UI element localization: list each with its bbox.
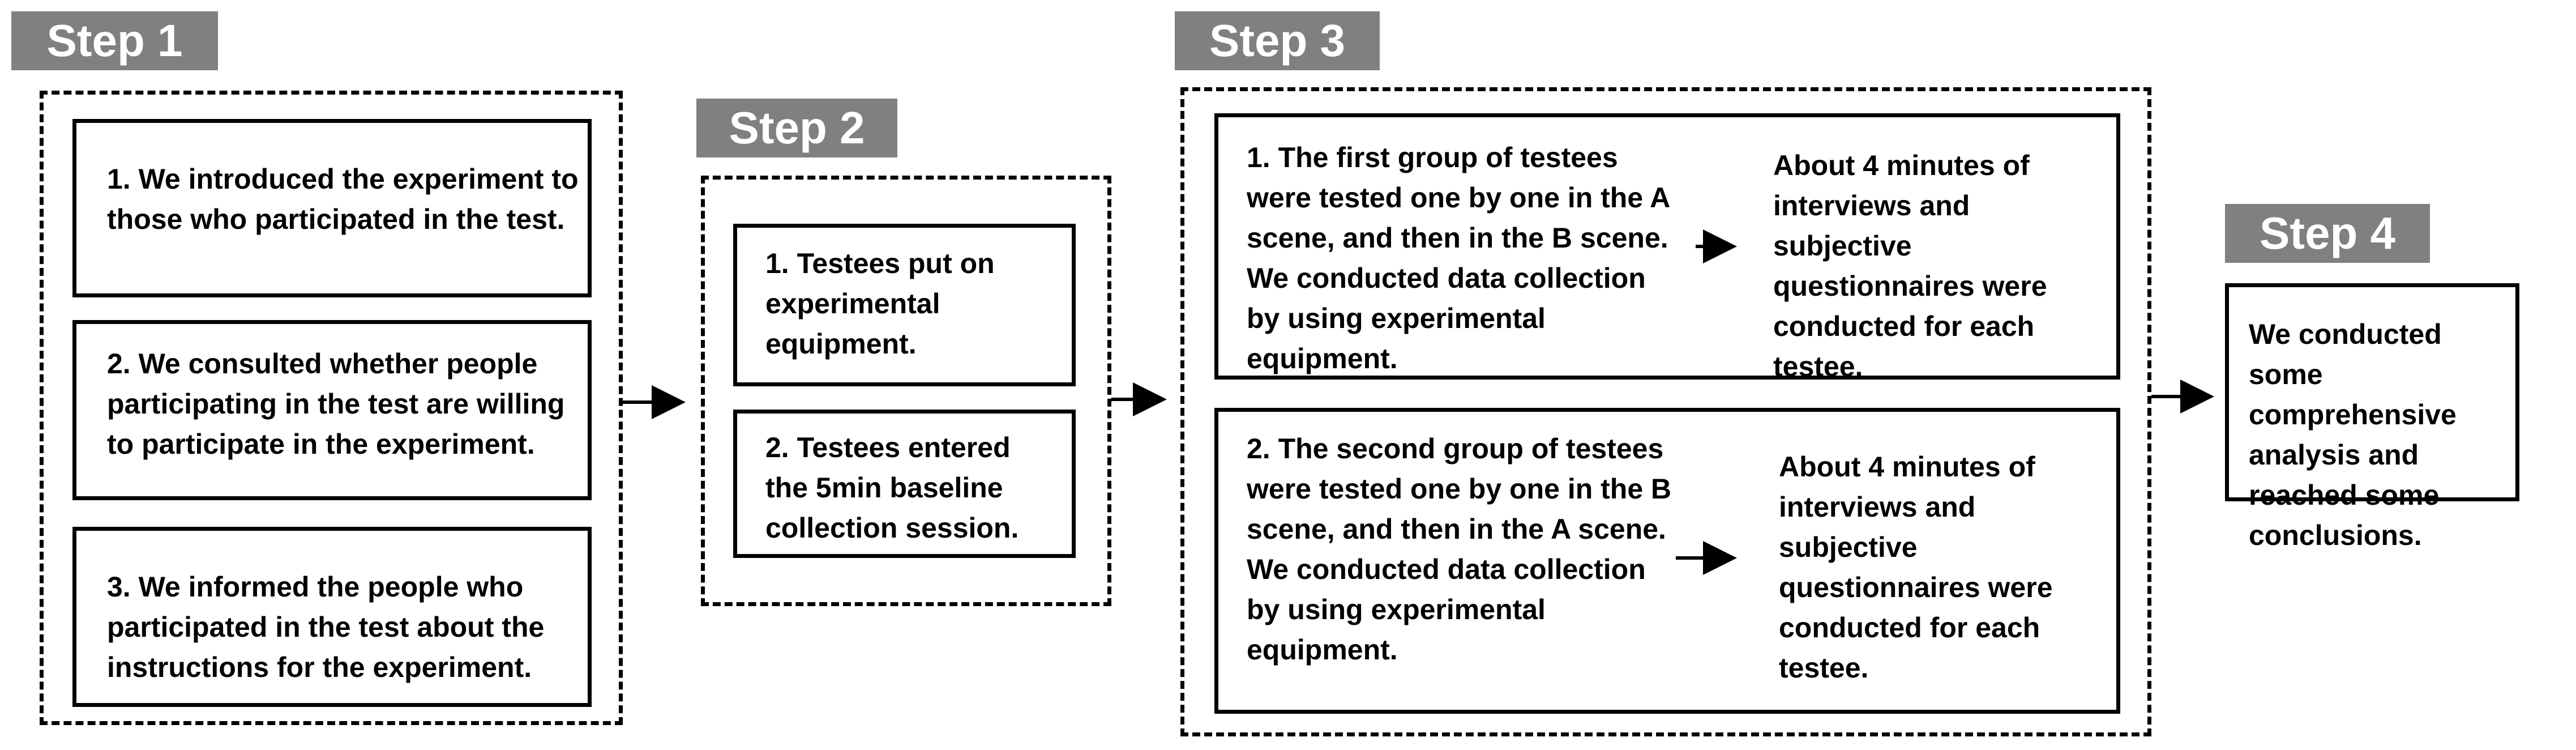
step-1-box-3: 3. We informed the people who participat…	[72, 527, 592, 707]
step-2-box-2: 2. Testees entered the 5min baseline col…	[733, 410, 1076, 558]
step-4-text: We conducted some comprehensive analysis…	[2249, 318, 2457, 551]
step-1-item-2-text: 2. We consulted whether people participa…	[107, 348, 565, 460]
step-1-item-3-text: 3. We informed the people who participat…	[107, 571, 545, 683]
step-3-label: Step 3	[1175, 11, 1380, 70]
step-3-group-1-text: 1. The first group of testees were teste…	[1247, 142, 1670, 374]
step-3-group-2-text: 2. The second group of testees were test…	[1247, 433, 1672, 666]
step-3-group	[1180, 87, 2151, 736]
step-2-item-2-text: 2. Testees entered the 5min baseline col…	[765, 432, 1019, 544]
step-3-group-1-result: About 4 minutes of interviews and subjec…	[1773, 150, 2047, 382]
step-3-group-2-box: 2. The second group of testees were test…	[1214, 408, 2120, 714]
step-2-label: Step 2	[696, 99, 897, 157]
step-2-box-1: 1. Testees put on experimental equipment…	[733, 224, 1076, 386]
step-2-group	[701, 176, 1111, 606]
step-3-group-1-box: 1. The first group of testees were teste…	[1214, 113, 2120, 382]
step-1-group	[40, 91, 623, 725]
step-4-box: We conducted some comprehensive analysis…	[2225, 283, 2519, 551]
step-3-group-2-result: About 4 minutes of interviews and subjec…	[1779, 451, 2053, 684]
step-1-label: Step 1	[11, 11, 218, 70]
step-4-label: Step 4	[2225, 204, 2430, 263]
step-1-box-1: 1. We introduced the experiment to those…	[72, 119, 592, 297]
step-1-box-2: 2. We consulted whether people participa…	[72, 320, 592, 500]
step-2-item-1-text: 1. Testees put on experimental equipment…	[765, 248, 995, 360]
step-1-item-1-text: 1. We introduced the experiment to those…	[107, 163, 579, 235]
